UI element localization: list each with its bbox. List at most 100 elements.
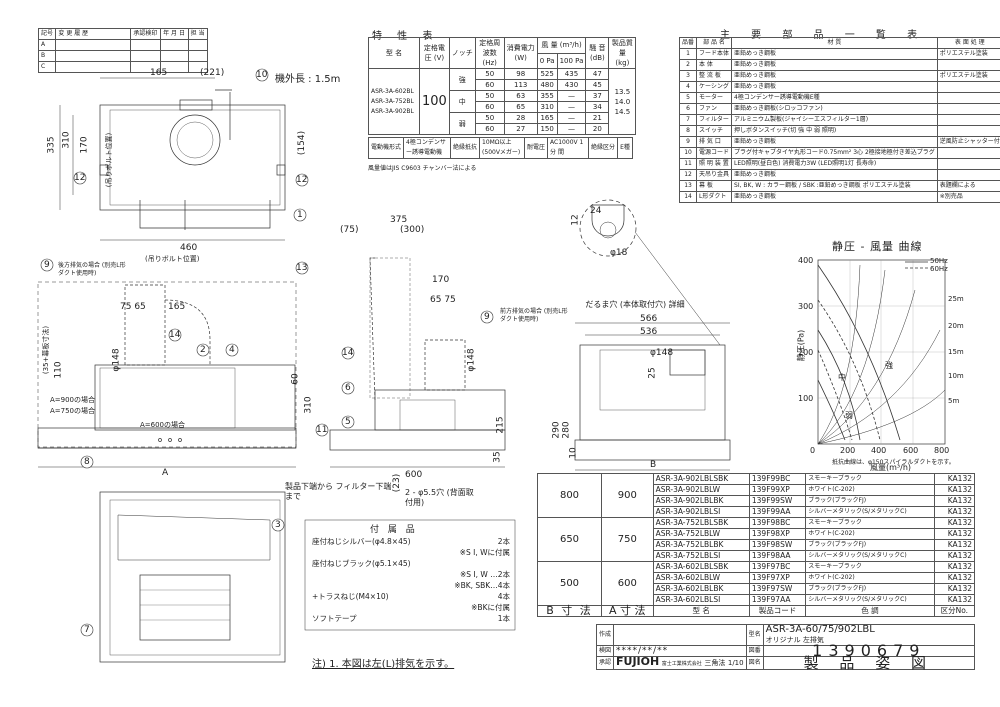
dim-280: 280 [561,421,572,439]
model-cell: ASR-3A-902LBLSI [652,506,750,518]
spec-footer-cell: 絶縁抵抗 [450,137,481,159]
graph-xlabel: 風量(m³/h) [870,463,912,472]
parts-cell: ※別売品 [936,191,1000,203]
dim-24: 24 [590,206,602,216]
spec-footer-cell: 絶縁区分 [588,137,619,159]
a900-label: A=900の場合 [50,396,96,404]
accessory-qty: 4本 [497,592,510,601]
model-cell: ホワイト(C-202) [805,572,935,584]
bottom-view-filter [139,574,231,641]
a600-label: A=600の場合 [140,421,186,429]
dim-25: 25 [647,367,658,379]
holes-label: 2 - φ5.5穴 (背面取付用) [405,488,474,507]
accessory-line: 座付ねじシルバー(φ4.8×45)2本 [312,536,510,547]
model-cell: シルバーメタリック(S/メタリックC) [805,550,935,562]
model-cell: 139F98BC [748,517,807,529]
tb-label: 作成 [595,624,615,646]
spec-cell: 150 [536,123,558,135]
dim-35-panel: (35+幕板寸法) [42,325,51,375]
model-cell: KA132 [933,561,976,573]
tb-label: 図名 [745,656,764,670]
parts-cell: 14 [678,191,698,203]
spec-h-mass: 製品質量 (kg) [608,37,637,69]
callout-7: 7 [84,625,90,635]
front-view-panel [37,281,297,448]
tb-label: 検図 [595,645,615,657]
model-cell: KA132 [933,495,976,507]
graph-ytick: 400 [798,256,814,265]
accessory-line: ※S I, W …2本 [312,569,510,580]
model-cell: 139F97AA [748,594,807,606]
spec-footer-cell: 耐電圧 [524,137,549,159]
spec-footer-cell: AC1000V 1 分 間 [547,137,590,159]
b-dim: 500 [537,561,602,606]
dim-165b: 165 [168,302,186,312]
side-view-body [374,389,506,431]
b-label: B 寸 法 [537,605,602,617]
callout-14: 14 [169,330,181,340]
model-cell: ASR-3A-902LBLW [652,484,750,496]
tb-company-jp: 富士工業株式会社 [661,661,702,667]
model-cell: ブラック(ブラックFJ) [805,495,935,507]
cord-length: 機外長 : 1.5m [275,74,341,85]
dim-165: 165 [150,68,168,78]
graph-duct: 15m [948,348,964,356]
spec-mass: 13.5 [614,87,631,96]
callout-2: 2 [200,345,206,355]
callout-1: 1 [297,210,303,220]
model-cell: 139F97XP [748,572,807,584]
tb-label: 型名 [745,624,764,646]
graph-notch-mid: 中 [838,373,846,382]
front-exhaust-label: 前方排気の場合 (別売L形ダクト使用時) [500,308,568,323]
model-cell: KA132 [933,484,976,496]
model-cell: ASR-3A-902LBLSBK [652,473,750,485]
model-cell: スモーキーブラック [805,561,935,573]
tb-label: 承認 [595,656,615,670]
hanger-label: (吊りボルト位置) [105,132,114,188]
model-cell: ASR-3A-602LBLBK [652,583,750,595]
model-cell: KA132 [933,517,976,529]
dim-300: (300) [400,225,425,235]
callout-12b: 12 [296,175,308,185]
model-cell: シルバーメタリック(S/メタリックC) [805,594,935,606]
dim-23: (23) [392,473,403,493]
dim-10: 10 [568,447,579,459]
dim-154: (154) [297,130,308,156]
a-label: A 寸 法 [601,605,654,617]
a750-label: A=750の場合 [50,407,96,415]
accessory-item: ソフトテープ [312,614,357,623]
model-header: 色 調 [805,605,935,617]
model-cell: 139F98SW [748,539,807,551]
model-cell: ASR-3A-752LBLSBK [652,517,750,529]
model-cell: スモーキーブラック [805,517,935,529]
graph-note: 抵抗曲線は、φ150スパイラルダクトを示す。 [832,459,955,466]
model-cell: ホワイト(C-202) [805,484,935,496]
accessory-qty: ※BK, SBK…4本 [454,581,510,590]
dim-phi148b: φ148 [466,348,477,372]
model-cell: ASR-3A-752LBLBK [652,539,750,551]
accessory-qty: ※S I, W …2本 [460,570,510,579]
parts-row: 1フード本体亜鉛めっき鋼板ポリエステル塗装表題欄による [678,48,1000,60]
model-cell: 139F97SW [748,583,807,595]
accessory-item: 座付ねじブラック(φ5.1×45) [312,559,411,568]
dim-B: B [650,460,657,470]
callout-14b: 14 [342,348,354,358]
front-view-body [94,364,296,431]
graph-xtick: 800 [934,446,950,455]
tb-company: FUJIOH [616,655,660,668]
a-dim: 900 [601,473,654,518]
b-dim: 650 [537,517,602,562]
parts-table: 品番 部 品 名 材 質 表 面 処 理 色 調 1フード本体亜鉛めっき鋼板ポリ… [678,37,1000,203]
dim-536: 536 [640,327,658,337]
keyhole-detail [579,199,637,257]
graph-title: 静圧 - 風量 曲線 [832,240,923,253]
front-view-duct [124,284,166,366]
tb-model: ASR-3A-60/75/902LBL [765,624,875,635]
graph-duct: 5m [948,397,960,405]
